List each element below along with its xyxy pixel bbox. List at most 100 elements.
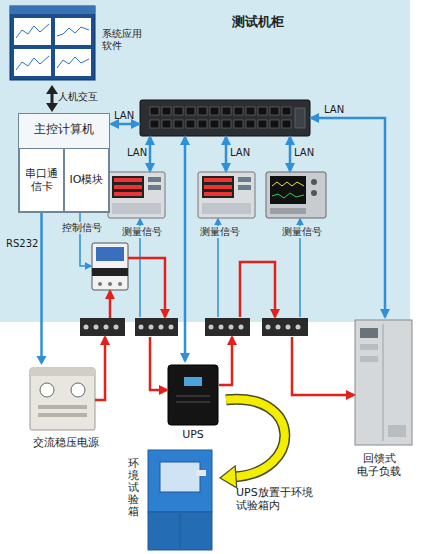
- lan-cable: [149, 137, 152, 171]
- network-switch: [234, 120, 243, 128]
- electronic-load-cabinet: [360, 344, 378, 350]
- signal-label: 控制信号: [60, 222, 104, 234]
- network-label: LAN: [127, 147, 147, 159]
- io-box: IO模块: [64, 148, 109, 212]
- terminal-block: [209, 325, 214, 330]
- ups-unit: [176, 401, 210, 403]
- contactor: [118, 282, 122, 286]
- arrow-head: [46, 85, 58, 94]
- power-meter: [204, 185, 232, 189]
- climate-chamber: [160, 462, 200, 492]
- voltage-regulator: [38, 413, 87, 417]
- oscilloscope: [272, 193, 304, 198]
- arrow-head: [46, 103, 58, 112]
- node-text: 串口通信卡: [23, 167, 61, 193]
- placement-arrow: [220, 399, 285, 488]
- network-switch: [150, 107, 291, 128]
- software-screenshot: [16, 56, 49, 70]
- oscilloscope: [266, 172, 326, 218]
- terminal-block: [114, 325, 119, 330]
- lan-cable: [225, 137, 228, 171]
- power-meter: [238, 185, 251, 190]
- terminal-block: [80, 318, 308, 336]
- climate-chamber: [180, 514, 181, 548]
- node-text: 回馈式 电子负载: [344, 452, 414, 478]
- edge-label: RS232: [6, 238, 38, 250]
- power-meter: [114, 178, 142, 182]
- power-meter: [112, 203, 161, 214]
- power-meter: [198, 172, 255, 218]
- power-wire: [219, 337, 232, 385]
- signal-label: 测量信号: [120, 226, 164, 238]
- electronic-load-cabinet: [355, 320, 412, 445]
- power-meter: [238, 177, 251, 182]
- terminal-block: [94, 325, 99, 330]
- terminal-block: [104, 325, 109, 330]
- power-wire: [150, 337, 167, 390]
- oscilloscope: [311, 179, 317, 185]
- network-switch: [295, 108, 305, 128]
- node-text: 系统应用软件: [102, 28, 146, 52]
- voltage-regulator: [40, 383, 54, 397]
- power-wire: [128, 258, 165, 317]
- network-label: LAN: [114, 110, 134, 122]
- power-meter: [204, 178, 232, 182]
- node-text: 测试机柜: [232, 14, 284, 30]
- electronic-load-cabinet: [360, 328, 378, 338]
- contactor: [96, 247, 124, 261]
- power-meter: [198, 172, 255, 218]
- oscilloscope: [270, 208, 306, 214]
- electronic-load-cabinet: [383, 324, 384, 441]
- load-node: 回馈式 电子负载: [330, 318, 418, 482]
- connector-line: [51, 92, 54, 105]
- edge-label: 人机交互: [58, 91, 98, 103]
- cabinet-region: 测试机柜系统应用软件主控计算机串口通信卡IO模块: [0, 0, 410, 322]
- contactor: [98, 282, 102, 286]
- network-switch: [246, 107, 255, 115]
- terminal-block: [296, 325, 301, 330]
- network-switch: [258, 107, 267, 115]
- connector: [46, 85, 58, 112]
- cabinet-ground: [0, 0, 410, 322]
- power-meter: [114, 185, 142, 189]
- lan-cable: [289, 137, 292, 171]
- climate-chamber: [148, 512, 212, 550]
- ups-node: UPS: [160, 362, 226, 446]
- node-text: 主控计算机: [19, 122, 109, 136]
- electronic-load-cabinet: [388, 425, 406, 437]
- arrow-head: [220, 466, 237, 488]
- power-meter: [204, 192, 232, 196]
- network-switch: [246, 120, 255, 128]
- lan-cable: [311, 118, 385, 317]
- network-switch: [198, 107, 207, 115]
- cabinet-ground: [0, 0, 410, 322]
- terminal-block: [169, 325, 174, 330]
- network-switch: [210, 107, 219, 115]
- connector-line: [226, 399, 285, 477]
- software-screenshot: [57, 57, 89, 68]
- terminal-block: [262, 318, 308, 336]
- electronic-load-cabinet: [355, 320, 412, 445]
- power-meter: [108, 172, 165, 218]
- terminal-block: [276, 325, 281, 330]
- software-screenshot: [10, 6, 95, 80]
- voltage-regulator: [38, 405, 87, 409]
- terminal-block: [286, 325, 291, 330]
- network-switch: [222, 107, 231, 115]
- contactor: [108, 282, 112, 286]
- lan-cable: [184, 137, 187, 361]
- ups-unit: [176, 395, 210, 397]
- network-switch: [162, 107, 171, 115]
- node-text: 交流稳压电源: [22, 436, 110, 449]
- voltage-regulator: [30, 368, 95, 430]
- connector-line: [40, 213, 43, 358]
- terminal-block: [229, 325, 234, 330]
- electronic-load-cabinet: [360, 356, 378, 362]
- network-switch: [270, 107, 279, 115]
- regulator-node: 交流稳压电源: [22, 366, 110, 458]
- node-text: UPS: [160, 428, 226, 441]
- network-label: LAN: [230, 147, 250, 159]
- chamber-node: 环境试验箱: [126, 446, 218, 552]
- software-screenshot: [55, 49, 91, 76]
